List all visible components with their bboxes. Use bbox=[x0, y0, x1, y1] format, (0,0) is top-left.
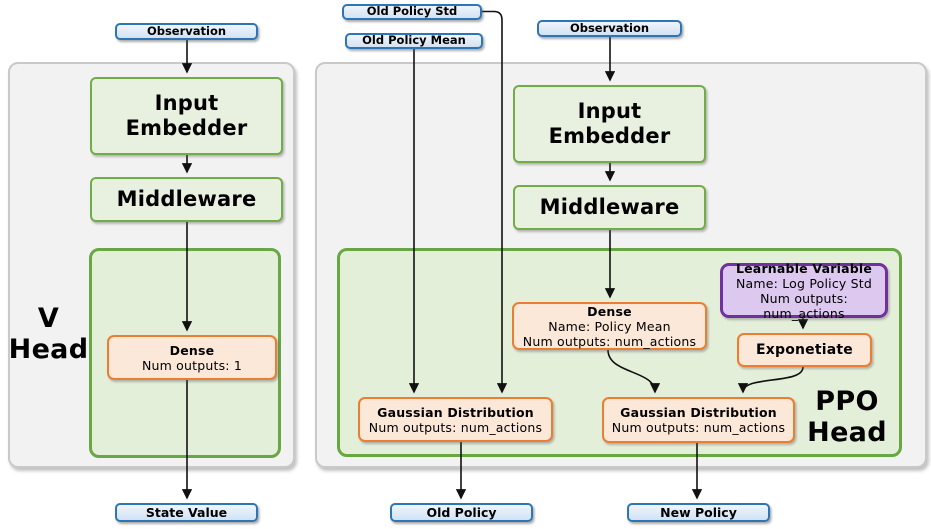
dense-v-line1: Num outputs: 1 bbox=[141, 357, 243, 373]
exponetiate: Exponetiate bbox=[737, 333, 872, 367]
exponetiate-label: Exponetiate bbox=[755, 341, 854, 358]
gaussian-new-line1: Num outputs: num_actions bbox=[611, 420, 786, 435]
middleware-ppo-label: Middleware bbox=[539, 194, 680, 219]
learnable-variable-title: Learnable Variable bbox=[735, 260, 873, 276]
new-policy-output-label: New Policy bbox=[660, 505, 737, 520]
dense-ppo-line2: Num outputs: num_actions bbox=[522, 333, 697, 349]
observation-input-ppo-label: Observation bbox=[569, 20, 650, 35]
new-policy-output: New Policy bbox=[627, 503, 770, 522]
old-policy-mean-input-label: Old Policy Mean bbox=[362, 33, 466, 48]
dense-v-title: Dense bbox=[169, 342, 215, 358]
gaussian-new-title: Gaussian Distribution bbox=[620, 405, 777, 420]
gaussian-distribution-old: Gaussian Distribution Num outputs: num_a… bbox=[358, 397, 553, 442]
observation-input-v: Observation bbox=[115, 23, 258, 40]
input-embedder-v-label: Input Embedder bbox=[125, 90, 248, 140]
learnable-variable-line2: Num outputs: num_actions bbox=[760, 290, 848, 321]
v-head-label: V Head bbox=[8, 303, 89, 365]
ppo-head-label-line1: PPO bbox=[815, 386, 879, 417]
gaussian-old-line1: Num outputs: num_actions bbox=[368, 419, 543, 435]
state-value-output: State Value bbox=[115, 503, 258, 522]
input-embedder-ppo: Input Embedder bbox=[513, 85, 706, 163]
learnable-variable: Learnable Variable Name: Log Policy Std … bbox=[720, 260, 888, 321]
v-head-label-line2: Head bbox=[8, 334, 89, 366]
observation-input-v-label: Observation bbox=[146, 23, 227, 38]
dense-ppo-title: Dense bbox=[587, 303, 632, 319]
dense-v: Dense Num outputs: 1 bbox=[107, 335, 277, 380]
middleware-ppo: Middleware bbox=[513, 185, 706, 230]
ppo-head-label-line2: Head bbox=[807, 417, 887, 449]
old-policy-std-input: Old Policy Std bbox=[342, 4, 482, 20]
gaussian-distribution-new: Gaussian Distribution Num outputs: num_a… bbox=[602, 397, 795, 443]
ppo-head-label: PPO Head bbox=[797, 386, 897, 448]
observation-input-ppo: Observation bbox=[537, 20, 682, 37]
dense-ppo-line1: Name: Policy Mean bbox=[548, 318, 671, 334]
middleware-v: Middleware bbox=[90, 177, 283, 222]
gaussian-old-title: Gaussian Distribution bbox=[377, 404, 534, 420]
old-policy-std-input-label: Old Policy Std bbox=[366, 4, 458, 19]
old-policy-output-label: Old Policy bbox=[426, 505, 497, 520]
dense-ppo: Dense Name: Policy Mean Num outputs: num… bbox=[512, 302, 707, 350]
old-policy-output: Old Policy bbox=[390, 503, 533, 522]
input-embedder-ppo-label: Input Embedder bbox=[548, 98, 671, 148]
old-policy-mean-input: Old Policy Mean bbox=[345, 33, 483, 49]
learnable-variable-line1: Name: Log Policy Std bbox=[735, 275, 873, 291]
state-value-output-label: State Value bbox=[145, 505, 228, 520]
input-embedder-v: Input Embedder bbox=[90, 77, 283, 155]
v-head-label-line1: V bbox=[37, 303, 60, 334]
middleware-v-label: Middleware bbox=[116, 186, 257, 211]
